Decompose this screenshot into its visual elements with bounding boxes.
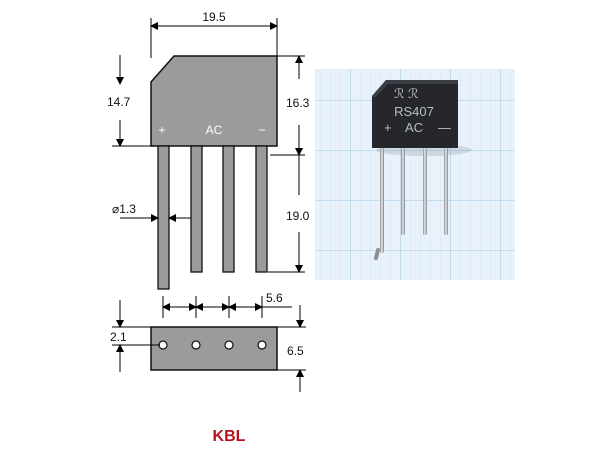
bottom-view: 2.1 6.5 [110,300,306,392]
lead-hole [158,340,168,350]
photo-body [372,80,458,148]
lead-3 [222,145,235,273]
photo-ac: AC [405,120,423,135]
photo-lead-4 [444,148,448,235]
photo-logo: ℛ ℛ [394,86,418,101]
body-plus-mark: + [158,123,165,137]
dim-lead-pitch: 5.6 [266,291,283,305]
body-ac-mark: AC [206,123,223,137]
photo-part-number: RS407 [394,104,434,119]
dim-lead-diameter: ⌀1.3 [112,202,136,216]
bridge-body [150,55,278,147]
photo-lead-2 [401,148,405,235]
photo-minus: — [438,120,451,135]
dim-height-left: 14.7 [107,95,131,109]
lead-4 [255,145,268,273]
leads [157,145,268,290]
lead-2 [190,145,203,273]
dim-height-right: 16.3 [286,96,310,110]
dim-width-top: 19.5 [202,10,226,24]
front-view: 19.5 + AC − 14.7 16.3 19.0 ⌀ [107,10,310,318]
dim-bottom-thickness: 2.1 [110,330,127,344]
body-minus-mark: − [258,123,265,137]
lead-1 [157,145,170,290]
package-label: KBL [213,428,246,445]
photo-plus: + [384,120,392,135]
dim-lead-length: 19.0 [286,209,310,223]
lead-hole [191,340,201,350]
photo-lead-3 [423,148,427,235]
photo-lead-1 [380,148,384,253]
lead-hole [224,340,234,350]
dim-bottom-width: 6.5 [287,344,304,358]
bottom-body [150,326,278,371]
component-photo: ℛ ℛ RS407 + AC — [315,69,515,280]
lead-hole [257,340,267,350]
